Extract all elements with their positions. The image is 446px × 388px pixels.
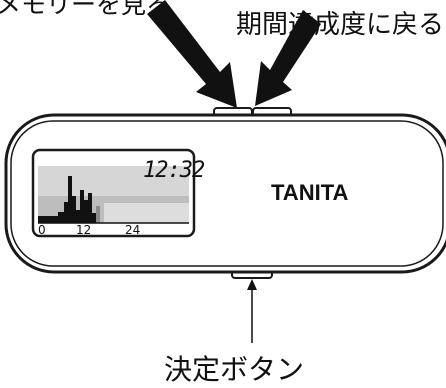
- activity-histogram: [38, 176, 100, 223]
- label-view-memory: メモリーを見る: [0, 0, 172, 19]
- label-confirm-button: 決定ボタン: [164, 353, 305, 386]
- hist-bar: [76, 210, 80, 223]
- hist-bar: [58, 212, 64, 223]
- lcd-tick-0: 0: [38, 223, 46, 237]
- hist-bar: [38, 216, 58, 223]
- thin-arrow-head: [247, 279, 257, 290]
- hist-bar: [88, 193, 92, 223]
- hist-bar: [80, 190, 84, 223]
- hist-bar: [68, 176, 72, 223]
- arrow-icon-right: [255, 10, 321, 106]
- lcd-tick-24: 24: [125, 223, 141, 237]
- hist-bar: [64, 202, 68, 223]
- arrow-icon-left: [147, 0, 237, 108]
- hist-bar: [72, 196, 76, 223]
- label-return-period-achievement: 期間達成度に戻る: [235, 10, 444, 40]
- device-body-inner: [10, 120, 444, 267]
- lcd-tick-12: 12: [76, 223, 92, 237]
- lcd-band-upper: [38, 166, 189, 196]
- brand-logo: TANITA: [271, 180, 349, 205]
- lcd-band-light: [104, 203, 189, 223]
- hist-bar-current: [96, 206, 100, 223]
- lcd-clock: 12:32: [143, 158, 205, 183]
- hist-bar: [92, 213, 96, 223]
- hist-bar: [84, 200, 88, 223]
